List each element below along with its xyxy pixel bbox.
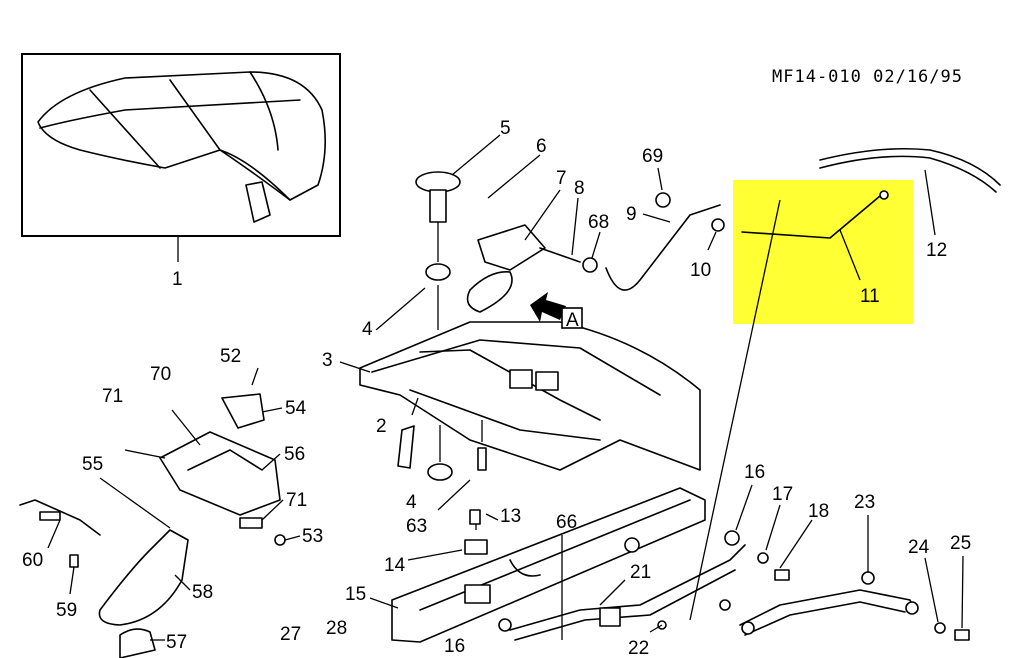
callout-23: 23 xyxy=(854,492,875,513)
callout-68: 68 xyxy=(588,212,609,233)
part-screw-63 xyxy=(477,420,487,471)
callout-56: 56 xyxy=(284,444,305,465)
callout-24: 24 xyxy=(908,537,930,558)
part-bolt-5 xyxy=(415,171,461,330)
callout-16a: 16 xyxy=(444,636,465,657)
callout-7: 7 xyxy=(556,168,567,189)
part-link-21 xyxy=(509,537,746,641)
callout-55: 55 xyxy=(82,454,103,475)
callout-17: 17 xyxy=(772,484,793,505)
part-rod-11 xyxy=(741,190,889,239)
part-rail-12 xyxy=(689,147,1001,621)
callout-57: 57 xyxy=(166,632,187,653)
callout-71a: 71 xyxy=(102,386,123,407)
part-frame xyxy=(359,321,701,471)
drawing-code: MF14-010 02/16/95 xyxy=(772,67,963,87)
highlight-box xyxy=(733,180,913,324)
part-washer-4b xyxy=(427,425,453,481)
callout-16b: 16 xyxy=(744,462,765,483)
callout-27: 27 xyxy=(280,624,301,645)
callout-53: 53 xyxy=(302,526,323,547)
callout-71b: 71 xyxy=(286,490,307,511)
callout-54: 54 xyxy=(285,398,307,419)
callout-9: 9 xyxy=(626,204,637,225)
callout-2: 2 xyxy=(376,416,387,437)
callout-69: 69 xyxy=(642,146,663,167)
callout-4b: 4 xyxy=(406,492,417,513)
callout-1: 1 xyxy=(172,269,183,290)
part-pad-14 xyxy=(464,509,488,555)
callout-4a: 4 xyxy=(362,319,373,340)
view-label: A xyxy=(566,310,579,331)
callout-3: 3 xyxy=(322,350,333,371)
callout-11: 11 xyxy=(860,286,880,307)
part-rod-9 xyxy=(605,192,725,291)
callout-21: 21 xyxy=(630,562,651,583)
callout-8: 8 xyxy=(574,178,585,199)
callout-25: 25 xyxy=(950,533,971,554)
callout-10: 10 xyxy=(690,260,711,281)
part-lever-58 xyxy=(19,499,189,658)
callout-28: 28 xyxy=(326,618,347,639)
part-bracket-56 xyxy=(124,393,286,546)
callout-52: 52 xyxy=(220,346,241,367)
callout-70: 70 xyxy=(150,364,171,385)
callout-58: 58 xyxy=(192,582,213,603)
callout-63: 63 xyxy=(406,516,427,537)
callout-66: 66 xyxy=(556,512,577,533)
callout-14: 14 xyxy=(384,555,406,576)
leader-lines xyxy=(47,134,964,641)
callout-labels: 1 2 3 4 4 5 6 7 8 9 10 11 12 13 14 15 16… xyxy=(22,118,971,658)
callout-18: 18 xyxy=(808,501,829,522)
callout-59: 59 xyxy=(56,600,77,621)
callout-6: 6 xyxy=(536,136,547,157)
part-link-23 xyxy=(719,571,970,641)
callout-15: 15 xyxy=(345,584,366,605)
part-rail-15 xyxy=(391,487,706,643)
callout-22: 22 xyxy=(628,638,649,658)
inset-convertible-top xyxy=(21,53,341,237)
callout-13: 13 xyxy=(500,506,521,527)
part-bracket-7 xyxy=(466,224,598,313)
callout-12: 12 xyxy=(926,240,947,261)
callout-60: 60 xyxy=(22,550,43,571)
callout-5: 5 xyxy=(500,118,511,139)
part-pin-2 xyxy=(397,397,419,469)
view-arrow: A xyxy=(530,292,583,331)
